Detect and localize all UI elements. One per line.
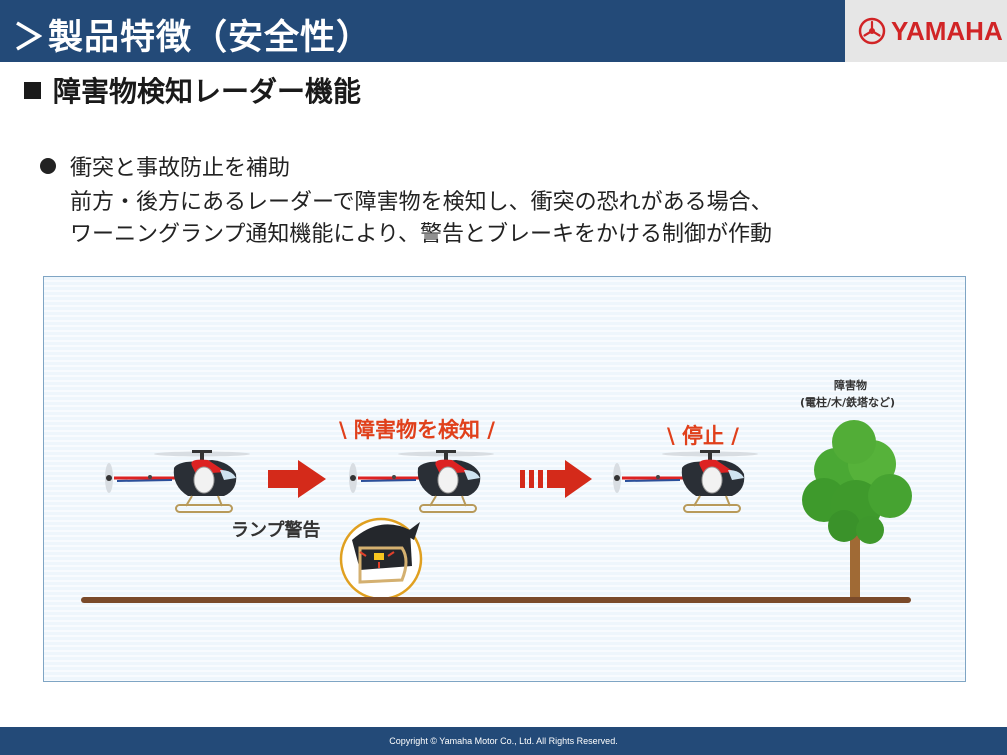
obstacle-label: 障害物 bbox=[834, 379, 867, 392]
warning-lamp-zoom-icon bbox=[339, 517, 423, 601]
stop-label: \ 停止 / bbox=[667, 424, 739, 448]
radar-dot-icon bbox=[656, 475, 660, 479]
square-bullet-icon bbox=[24, 82, 41, 99]
section-heading: 障害物検知レーダー機能 bbox=[24, 70, 361, 110]
helicopter-detecting-icon bbox=[347, 448, 496, 514]
arrow-right-icon bbox=[268, 460, 326, 498]
dashed-arrow-right-icon bbox=[520, 460, 592, 498]
bullet-point: 衝突と事故防止を補助 bbox=[40, 150, 290, 182]
description-line-1: 前方・後方にあるレーダーで障害物を検知し、衝突の恐れがある場合、 bbox=[70, 190, 773, 215]
tuning-fork-emblem-icon bbox=[858, 17, 886, 45]
helicopter-flying-icon bbox=[103, 448, 252, 514]
helicopter-stopped-icon bbox=[611, 448, 760, 514]
yamaha-logo: YAMAHA bbox=[858, 16, 1003, 46]
lamp-warning-label: ランプ警告 bbox=[231, 520, 321, 541]
chevron-right-icon bbox=[16, 21, 42, 51]
header-bar: 製品特徴（安全性） bbox=[0, 0, 845, 62]
slide-title: 製品特徴（安全性） bbox=[14, 9, 372, 60]
footer-bar: Copyright © Yamaha Motor Co., Ltd. All R… bbox=[0, 727, 1007, 755]
copyright-text: Copyright © Yamaha Motor Co., Ltd. All R… bbox=[389, 736, 618, 746]
section-title: 障害物検知レーダー機能 bbox=[53, 75, 362, 108]
tree-obstacle-icon bbox=[802, 420, 912, 598]
bullet-text: 衝突と事故防止を補助 bbox=[70, 156, 291, 181]
radar-dot-icon bbox=[148, 475, 152, 479]
detect-label: \ 障害物を検知 / bbox=[339, 418, 495, 442]
description-line-2: ワーニングランプ通知機能により、警告とブレーキをかける制御が作動 bbox=[70, 222, 773, 247]
slide-title-text: 製品特徴（安全性） bbox=[48, 18, 373, 58]
logo-text: YAMAHA bbox=[891, 15, 1003, 46]
obstacle-examples-label: (電柱/木/鉄塔など) bbox=[800, 396, 896, 409]
bullet-dot-icon bbox=[40, 158, 56, 174]
logo-area: YAMAHA bbox=[845, 0, 1007, 62]
radar-dot-icon bbox=[392, 475, 396, 479]
